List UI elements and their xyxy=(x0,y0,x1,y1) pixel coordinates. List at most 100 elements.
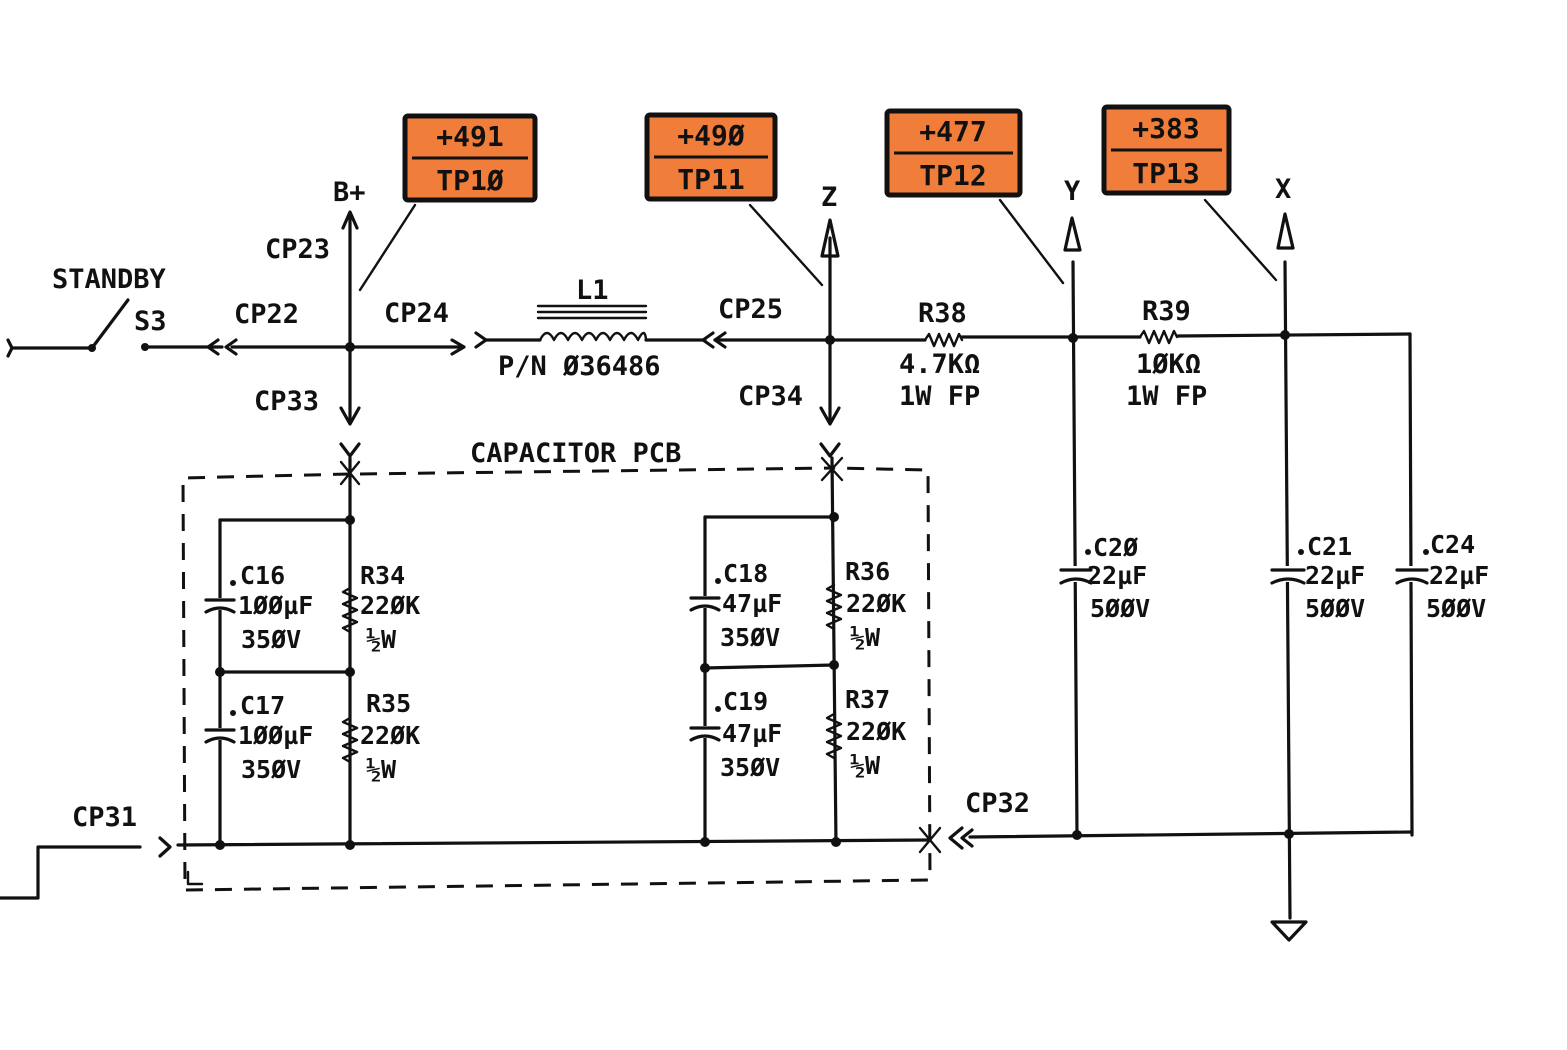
wire-input-left xyxy=(6,338,94,358)
c20-ref: C2Ø xyxy=(1093,533,1138,562)
c24-voltage: 5ØØV xyxy=(1426,594,1486,623)
tp13-voltage: +383 xyxy=(1132,112,1199,145)
connector-cp25: CP25 xyxy=(718,294,783,325)
c16-voltage: 35ØV xyxy=(241,625,301,654)
wiring xyxy=(0,198,1414,942)
r35-rating: ½W xyxy=(366,755,397,784)
c21-ref: C21 xyxy=(1307,532,1352,561)
tp12-label: TP12 xyxy=(919,159,986,192)
capacitor-c19-symbol xyxy=(689,726,721,742)
wire-y-arrow-open xyxy=(1063,216,1082,252)
capacitor-c21-symbol xyxy=(1270,566,1306,585)
connector-cp31: CP31 xyxy=(72,802,137,833)
c18-voltage: 35ØV xyxy=(720,623,780,652)
net-z-label: Z xyxy=(821,182,837,213)
c17-ref: C17 xyxy=(240,691,285,720)
wire-bplus-arrow-up xyxy=(341,210,359,230)
wire-z-into-pcb xyxy=(830,456,838,847)
capacitor-c16-symbol xyxy=(204,598,236,614)
wire-cp34-chevron xyxy=(819,442,841,458)
wire-z-bus xyxy=(713,332,1412,342)
tp13-leader xyxy=(1203,198,1278,282)
r39-rating: 1W FP xyxy=(1126,381,1207,412)
capacitor-pcb-boundary xyxy=(181,466,932,892)
c20-voltage: 5ØØV xyxy=(1090,594,1150,623)
pcb-entry-x-left xyxy=(339,460,361,486)
tp10-leader xyxy=(358,203,417,292)
r36-ref: R36 xyxy=(845,557,890,586)
test-point-tp11: +49Ø TP11 xyxy=(644,112,778,202)
r37-value: 22ØK xyxy=(846,717,906,746)
r37-rating: ½W xyxy=(850,751,881,780)
cp22-arrows xyxy=(206,338,238,356)
wire-cp33-chevron xyxy=(339,442,361,458)
c18-ref: C18 xyxy=(723,559,768,588)
c21-voltage: 5ØØV xyxy=(1305,594,1365,623)
r38-rating: 1W FP xyxy=(899,381,980,412)
inductor-l1-ref: L1 xyxy=(576,275,609,306)
r39-value: 1ØKΩ xyxy=(1136,349,1201,380)
capacitor-c20-symbol xyxy=(1059,566,1093,585)
c18-value: 47µF xyxy=(722,589,782,618)
net-bplus-label: B+ xyxy=(333,177,366,208)
capacitor-c18-symbol xyxy=(689,596,721,612)
connector-cp24: CP24 xyxy=(384,298,449,329)
r35-value: 22ØK xyxy=(360,721,420,750)
capacitor-pcb-top-edge xyxy=(359,466,835,476)
c17-voltage: 35ØV xyxy=(241,755,301,784)
connector-cp22: CP22 xyxy=(234,299,299,330)
r36-rating: ½W xyxy=(850,623,881,652)
wire-x-vertical xyxy=(1283,260,1292,920)
pcb-exit-x xyxy=(918,826,942,854)
capacitor-c17-symbol xyxy=(204,728,236,744)
cp25-arrows xyxy=(701,331,727,349)
pcb-entry-x-right xyxy=(820,456,844,482)
capacitor-c24-symbol xyxy=(1395,566,1429,585)
inductor-l1 xyxy=(536,304,648,342)
inductor-l1-part: P/N Ø36486 xyxy=(498,351,661,382)
c19-value: 47µF xyxy=(722,719,782,748)
test-point-tp12: +477 TP12 xyxy=(884,108,1023,198)
connector-cp23: CP23 xyxy=(265,234,330,265)
test-point-tp10: +491 TP1Ø xyxy=(402,113,538,203)
switch-blade xyxy=(90,298,130,350)
r37-ref: R37 xyxy=(845,685,890,714)
resistor-r39-symbol xyxy=(1138,329,1179,345)
r35-ref: R35 xyxy=(366,689,411,718)
wire-bottom-return-pcb xyxy=(176,838,932,847)
wire-cp31-input xyxy=(0,845,142,900)
wire-cp33-arrow xyxy=(339,406,361,426)
wire-c24-rail xyxy=(1408,332,1414,837)
tp11-voltage: +49Ø xyxy=(677,119,745,152)
c24-value: 22µF xyxy=(1429,561,1489,590)
wire-y-vertical xyxy=(1071,260,1079,837)
tp12-leader xyxy=(998,198,1065,285)
wire-cp31-chevron xyxy=(158,836,172,858)
standby-label: STANDBY xyxy=(52,264,167,295)
c19-ref: C19 xyxy=(723,687,768,716)
cp24-arrow xyxy=(450,331,488,356)
wire-z-arrow-open xyxy=(820,218,840,258)
c21-value: 22µF xyxy=(1305,561,1365,590)
tp13-label: TP13 xyxy=(1132,157,1199,190)
r34-ref: R34 xyxy=(360,561,405,590)
tp10-voltage: +491 xyxy=(436,120,503,153)
resistor-r38-symbol xyxy=(923,332,964,348)
r36-value: 22ØK xyxy=(846,589,906,618)
junction-dots xyxy=(88,330,1429,850)
resistor-r34-symbol xyxy=(341,586,359,634)
net-y-label: Y xyxy=(1064,176,1081,207)
ground-symbol xyxy=(1270,920,1308,942)
r34-rating: ½W xyxy=(366,625,397,654)
resistor-r36-symbol xyxy=(825,583,843,631)
pcb-corner-mark xyxy=(186,870,204,886)
r38-ref: R38 xyxy=(918,298,967,329)
r39-ref: R39 xyxy=(1142,296,1191,327)
c16-ref: C16 xyxy=(240,561,285,590)
tp11-leader xyxy=(748,203,824,287)
c20-value: 22µF xyxy=(1087,561,1147,590)
pcb-right-mid-rail xyxy=(703,663,836,670)
tp10-label: TP1Ø xyxy=(436,164,504,197)
r34-value: 22ØK xyxy=(360,591,420,620)
